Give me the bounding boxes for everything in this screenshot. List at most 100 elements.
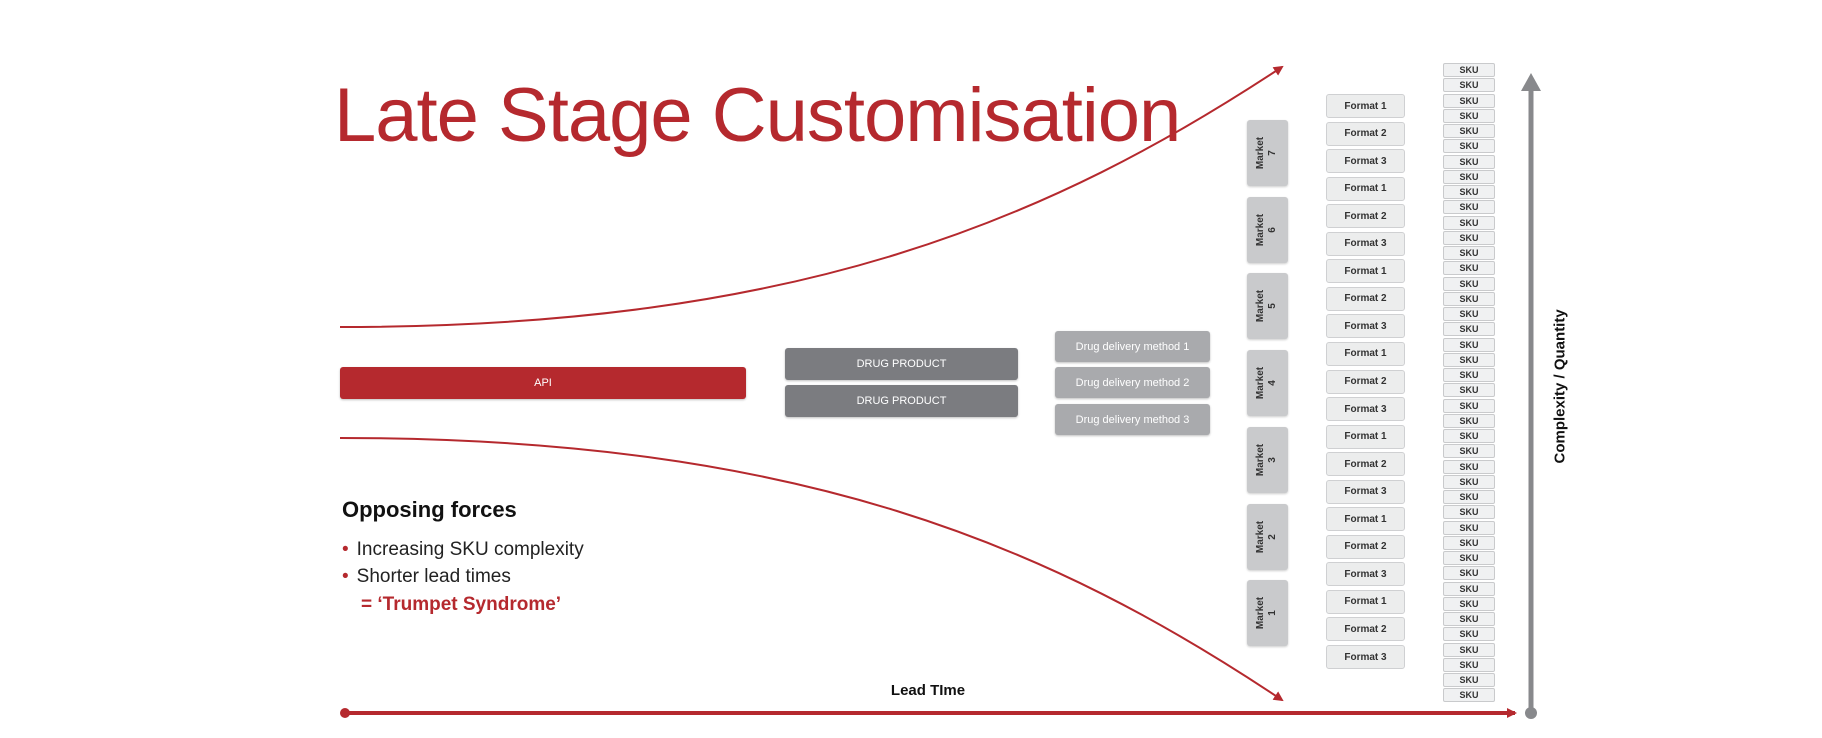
sku-box: SKU [1443, 200, 1495, 215]
sku-box: SKU [1443, 520, 1495, 535]
sku-box: SKU [1443, 444, 1495, 459]
sku-box: SKU [1443, 93, 1495, 108]
lower-trumpet-curve [339, 437, 1284, 702]
market-word: Market [1255, 136, 1267, 170]
bullet-item: • Shorter lead times [342, 566, 511, 588]
sku-box: SKU [1443, 139, 1495, 154]
market-number: 4 [1267, 380, 1279, 386]
sku-box: SKU [1443, 612, 1495, 626]
format-box: Format 1 [1326, 507, 1405, 532]
format-box: Format 2 [1326, 121, 1405, 146]
format-box: Format 1 [1326, 424, 1405, 449]
opposing-forces-heading: Opposing forces [342, 497, 517, 522]
format-box: Format 3 [1326, 397, 1405, 422]
sku-box: SKU [1443, 429, 1495, 443]
format-box: Format 1 [1326, 341, 1405, 366]
sku-box: SKU [1443, 627, 1495, 642]
sku-box: SKU [1443, 398, 1495, 413]
bullet-dot-icon: • [342, 539, 349, 560]
format-box: Format 3 [1326, 149, 1405, 174]
format-box: Format 2 [1326, 452, 1405, 477]
sku-box: SKU [1443, 383, 1495, 398]
drug-product-bar: DRUG PRODUCT [785, 348, 1018, 380]
format-box: Format 1 [1326, 176, 1405, 201]
api-bar: API [340, 367, 746, 399]
y-axis-label: Complexity / Quantity [1551, 309, 1569, 464]
sku-box: SKU [1443, 108, 1495, 123]
market-number: 6 [1267, 226, 1279, 233]
sku-box: SKU [1443, 352, 1495, 367]
sku-box: SKU [1443, 566, 1495, 581]
x-axis-label: Lead TIme [890, 682, 966, 699]
sku-box: SKU [1443, 596, 1495, 611]
sku-box: SKU [1443, 276, 1495, 291]
sku-box: SKU [1443, 413, 1495, 428]
sku-box: SKU [1443, 490, 1495, 504]
bullet-text: Increasing SKU complexity [356, 539, 584, 560]
sku-box: SKU [1443, 78, 1495, 93]
format-box: Format 3 [1326, 314, 1405, 339]
sku-box: SKU [1443, 551, 1495, 565]
bullet-item: • Increasing SKU complexity [342, 539, 584, 561]
sku-box: SKU [1443, 169, 1495, 184]
bullet-dot-icon: • [342, 566, 349, 587]
page-title: Late Stage Customisation [334, 73, 1181, 158]
sku-box: SKU [1443, 642, 1495, 657]
trumpet-syndrome-conclusion: = ‘Trumpet Syndrome’ [361, 594, 562, 615]
sku-box: SKU [1443, 673, 1495, 687]
sku-box: SKU [1443, 535, 1495, 550]
sku-box: SKU [1443, 688, 1495, 703]
market-number: 5 [1267, 303, 1279, 310]
format-box: Format 1 [1326, 589, 1405, 614]
drug-delivery-method-bar: Drug delivery method 1 [1055, 331, 1210, 362]
market-number: 1 [1267, 610, 1279, 616]
sku-box: SKU [1443, 246, 1495, 260]
format-box: Format 3 [1326, 562, 1405, 587]
format-box: Format 1 [1326, 259, 1405, 284]
format-box: Format 1 [1326, 94, 1405, 118]
sku-box: SKU [1443, 124, 1495, 138]
format-box: Format 2 [1326, 204, 1405, 229]
drug-delivery-method-bar: Drug delivery method 2 [1055, 367, 1210, 398]
format-box: Format 2 [1326, 617, 1405, 642]
sku-box: SKU [1443, 474, 1495, 489]
sku-box: SKU [1443, 459, 1495, 474]
sku-box: SKU [1443, 581, 1495, 596]
sku-box: SKU [1443, 322, 1495, 337]
format-box: Format 2 [1326, 286, 1405, 311]
market-word: Market [1255, 213, 1267, 246]
sku-box: SKU [1443, 63, 1495, 77]
upper-trumpet-curve [339, 65, 1284, 328]
sku-box: SKU [1443, 307, 1495, 321]
format-box: Format 3 [1326, 231, 1405, 256]
format-box: Format 3 [1326, 479, 1405, 504]
sku-box: SKU [1443, 154, 1495, 169]
format-box: Format 2 [1326, 534, 1405, 559]
format-box: Format 3 [1326, 645, 1405, 669]
sku-box: SKU [1443, 505, 1495, 520]
drug-product-bar: DRUG PRODUCT [785, 385, 1018, 417]
market-word: Market [1255, 443, 1267, 476]
format-box: Format 2 [1326, 369, 1405, 394]
market-word: Market [1255, 290, 1267, 323]
lead-time-axis-origin-dot [340, 708, 350, 718]
bullet-text: Shorter lead times [356, 566, 511, 587]
sku-box: SKU [1443, 230, 1495, 245]
sku-box: SKU [1443, 215, 1495, 230]
market-number: 2 [1267, 533, 1279, 540]
